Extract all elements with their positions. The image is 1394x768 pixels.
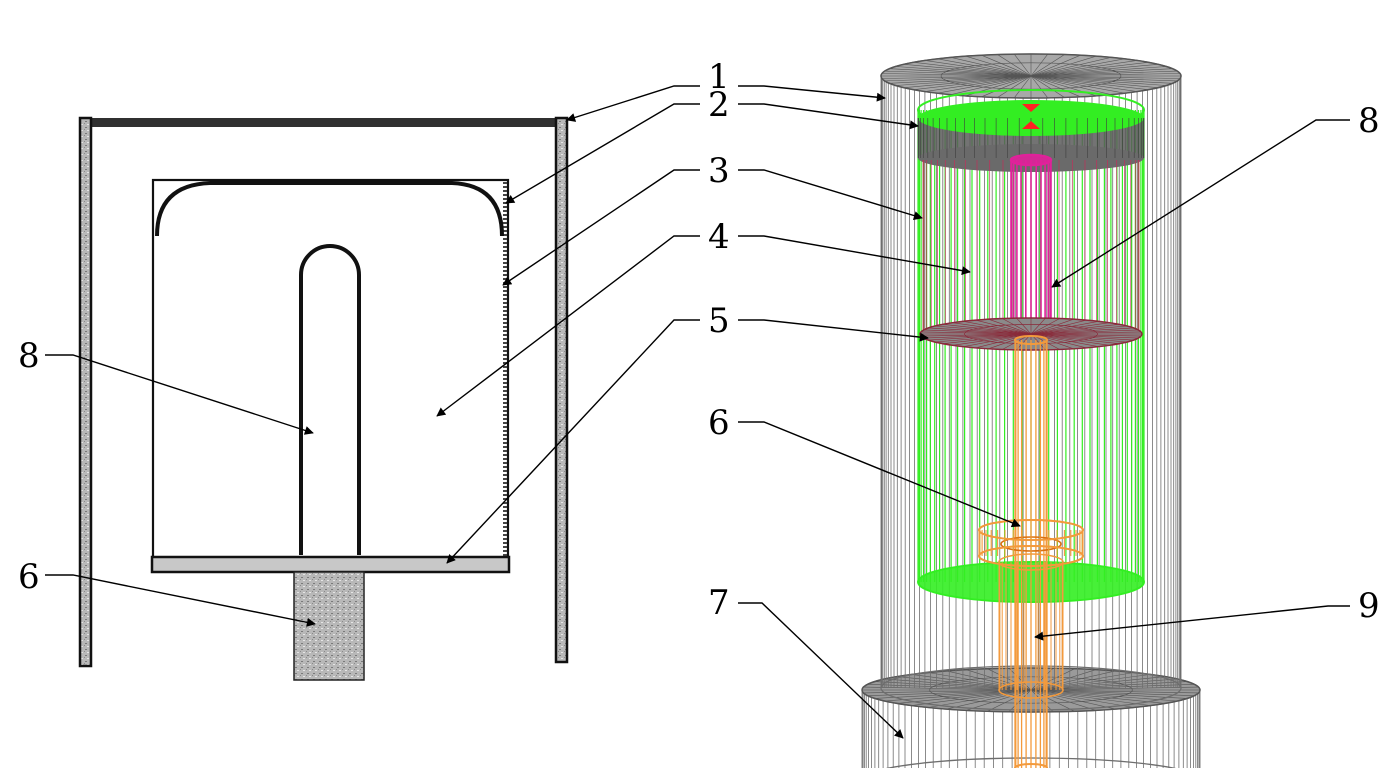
label-left-8: 8	[18, 336, 40, 376]
labels: 8 6 1 2 3 4 5 6 7 8 9	[18, 57, 1380, 626]
label-7: 7	[708, 583, 730, 623]
leader-lines	[45, 85, 1350, 739]
heater-rod	[299, 244, 361, 555]
separator-disk	[919, 317, 1143, 351]
leader-3b	[738, 169, 923, 220]
leader-4b	[738, 235, 971, 276]
orange-sleeve	[998, 553, 1064, 699]
leader-left-6	[45, 574, 316, 627]
label-4: 4	[708, 217, 730, 257]
leader-9	[1034, 605, 1350, 641]
leader-2b	[738, 103, 919, 130]
leader-2a	[505, 103, 700, 204]
outer-shell	[78, 116, 569, 668]
left-cross-section	[78, 116, 569, 681]
label-left-6: 6	[18, 557, 40, 597]
leader-left-8	[45, 354, 314, 435]
label-3: 3	[708, 151, 730, 191]
label-5: 5	[708, 301, 730, 341]
leader-3a	[502, 169, 700, 286]
leader-8	[1051, 119, 1350, 288]
label-2: 2	[708, 85, 730, 125]
inner-vessel	[151, 178, 510, 560]
orange-collar-body	[978, 519, 1084, 567]
leader-1b	[738, 85, 886, 102]
wireframe-model	[861, 53, 1201, 768]
label-8: 8	[1358, 101, 1380, 141]
leader-1a	[566, 85, 700, 122]
label-9: 9	[1358, 586, 1380, 626]
support-column	[293, 571, 365, 681]
base-plate	[150, 555, 511, 574]
leader-5a	[446, 319, 700, 564]
label-6: 6	[708, 403, 730, 443]
heater-rod-3d	[1009, 153, 1053, 341]
leader-4a	[436, 235, 700, 417]
leader-7	[738, 602, 904, 739]
leader-5b	[738, 319, 929, 342]
label-1: 1	[708, 57, 730, 97]
outer-cylinder-top	[880, 53, 1182, 99]
leader-6	[738, 421, 1021, 528]
